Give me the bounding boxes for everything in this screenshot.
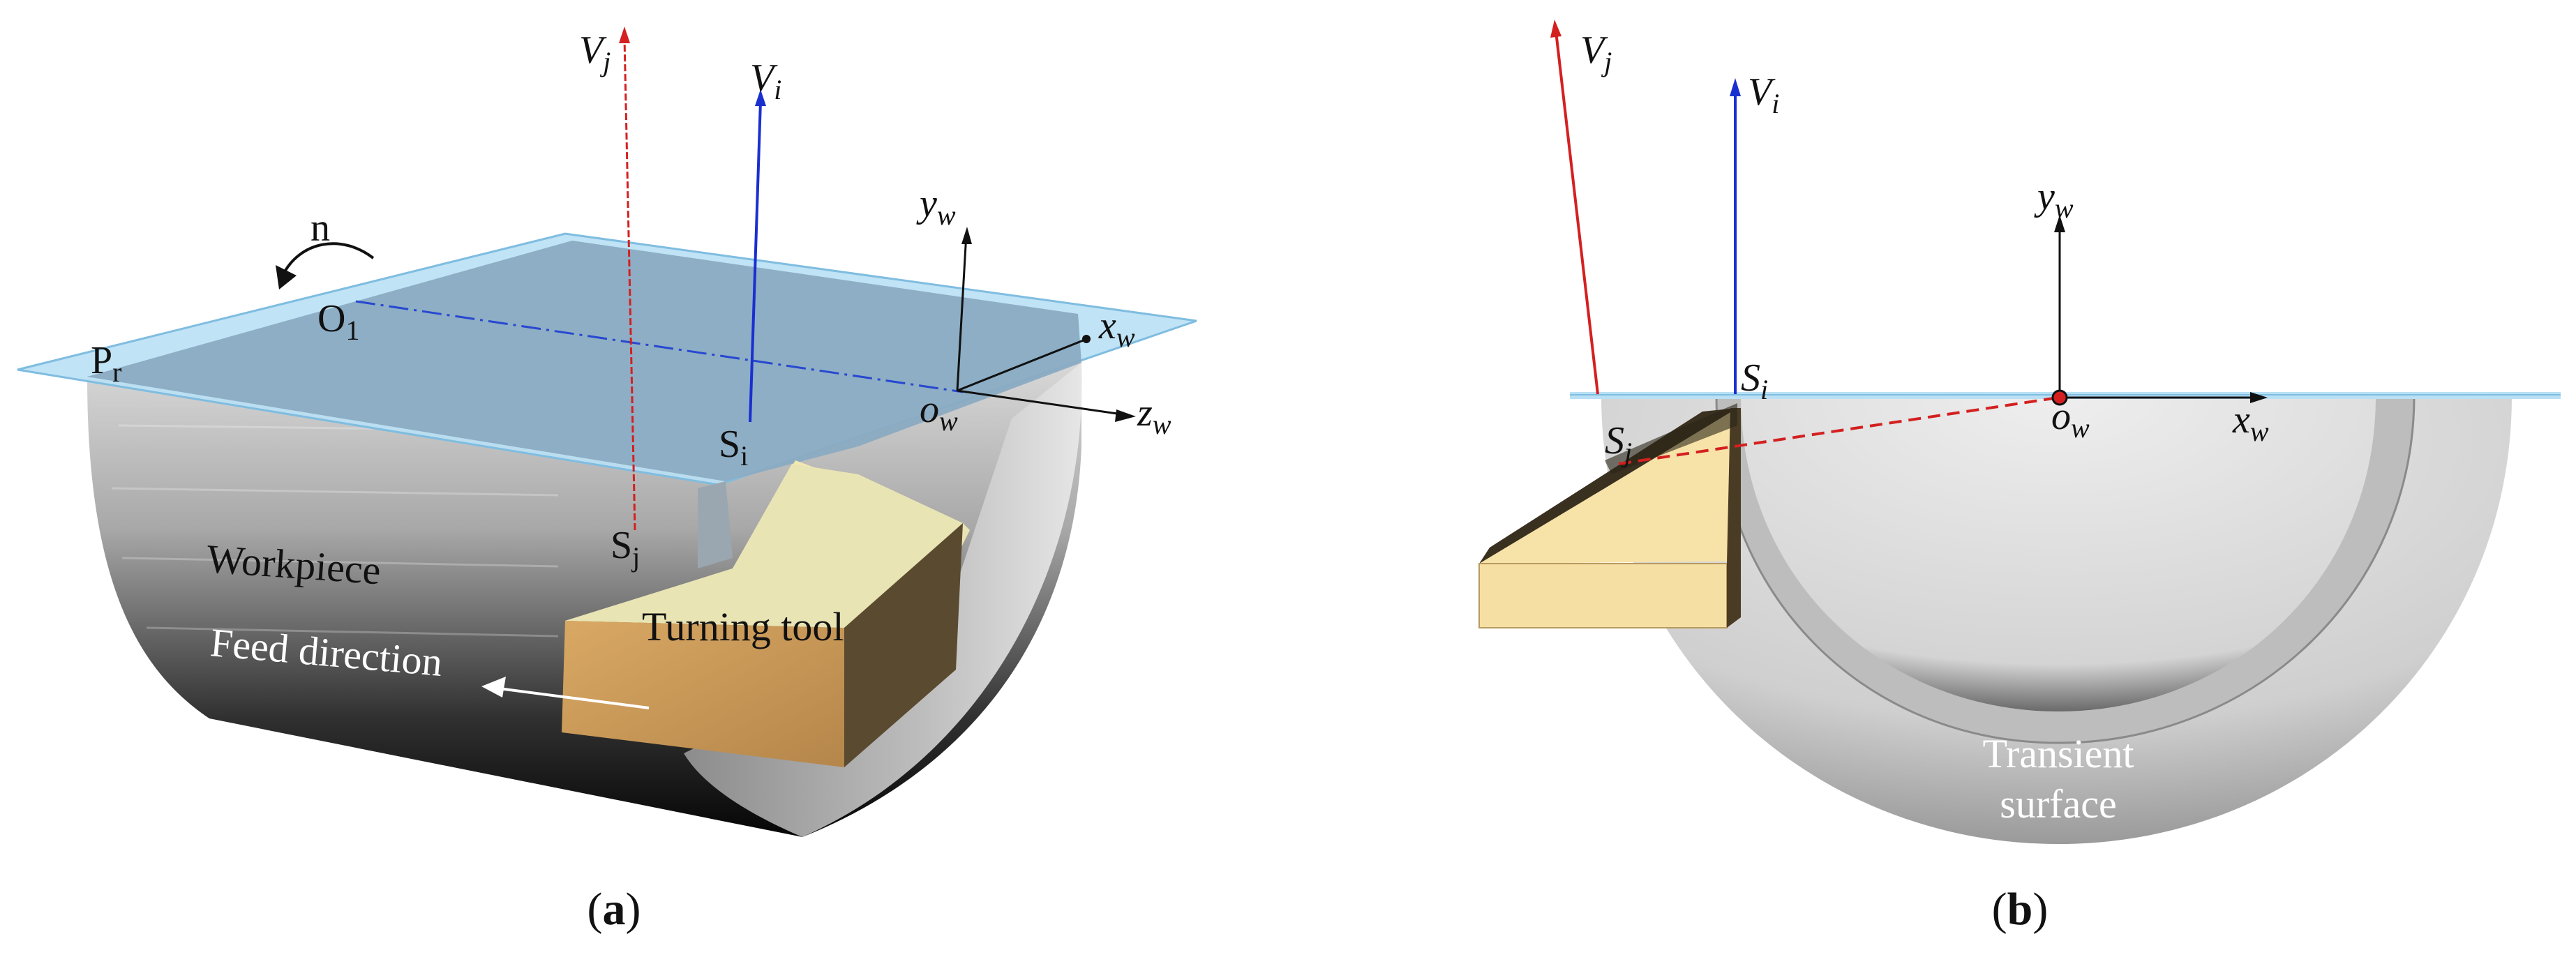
label-vj-a: Vj: [579, 29, 611, 77]
label-xw-a: xw: [1098, 304, 1135, 353]
axis-x-b-head: [2250, 392, 2268, 403]
feed-direction-arrow: [488, 686, 650, 709]
panel-a: Vj Vi yw xw zw ow n O1 Pr Si Sj Workpiec…: [17, 27, 1197, 935]
label-zw-a: zw: [1137, 391, 1171, 440]
velocity-i-vector-a: [749, 100, 762, 423]
tool-top-face-upper: [565, 464, 970, 628]
label-si-b: Si: [1741, 356, 1768, 405]
axis-z-a-head: [1115, 409, 1136, 422]
velocity-j-vector-b: [1555, 31, 1599, 395]
axis-z-a: [957, 389, 1128, 416]
workpiece-step: [698, 481, 733, 568]
radius-line-sj-ow: [1618, 396, 2059, 465]
velocity-i-head-a: [755, 89, 766, 106]
label-vi-a: Vi: [750, 56, 781, 105]
label-transient: Transient: [1983, 731, 2134, 776]
turning-tool: [562, 460, 970, 767]
tool-cutting-face-b: [1605, 403, 1737, 474]
label-surface: surface: [2000, 781, 2116, 827]
rotation-arrowhead: [276, 265, 297, 289]
label-ow-a: ow: [920, 388, 958, 437]
label-n: n: [310, 206, 330, 250]
tool-side-face: [844, 523, 963, 767]
label-yw-a: yw: [916, 182, 956, 231]
velocity-j-head-a: [619, 27, 630, 43]
panel-b: Vj Vi yw xw ow Si Sj Transient surface (…: [1478, 20, 2561, 935]
caption-a: (a): [587, 884, 641, 935]
label-si-a: Si: [719, 423, 748, 472]
label-turning-tool: Turning tool: [642, 604, 844, 649]
label-sj-b: Sj: [1605, 419, 1632, 468]
label-sj-a: Sj: [611, 524, 640, 573]
tool-front-face-b: [1478, 563, 1728, 628]
axis-y-b-head: [2054, 215, 2065, 232]
tool-side-face-b: [1727, 408, 1741, 628]
axis-x-a-dot: [1082, 335, 1091, 343]
origin-dot-b: [2051, 389, 2068, 406]
label-o1: O1: [317, 297, 359, 346]
label-pr: Pr: [91, 339, 121, 388]
axis-y-a-head: [961, 227, 972, 244]
transient-surface-b: [1741, 396, 2376, 711]
rotation-arc: [281, 242, 375, 276]
axis-y-a: [956, 233, 968, 391]
label-yw-b: yw: [2034, 175, 2074, 224]
label-ow-b: ow: [2051, 395, 2090, 444]
label-vi-b: Vi: [1748, 70, 1779, 119]
velocity-j-head-b: [1550, 20, 1562, 38]
label-vj-b: Vj: [1580, 29, 1612, 77]
velocity-j-vector-a: [623, 38, 636, 531]
workpiece-top-face: [87, 241, 1081, 481]
tool-front-face: [562, 621, 844, 767]
velocity-i-head-b: [1730, 78, 1741, 96]
caption-b: (b): [1992, 884, 2049, 935]
center-line: [355, 300, 964, 393]
label-xw-b: xw: [2232, 398, 2269, 447]
feed-arrowhead: [481, 677, 506, 698]
axis-x-a: [957, 338, 1086, 392]
